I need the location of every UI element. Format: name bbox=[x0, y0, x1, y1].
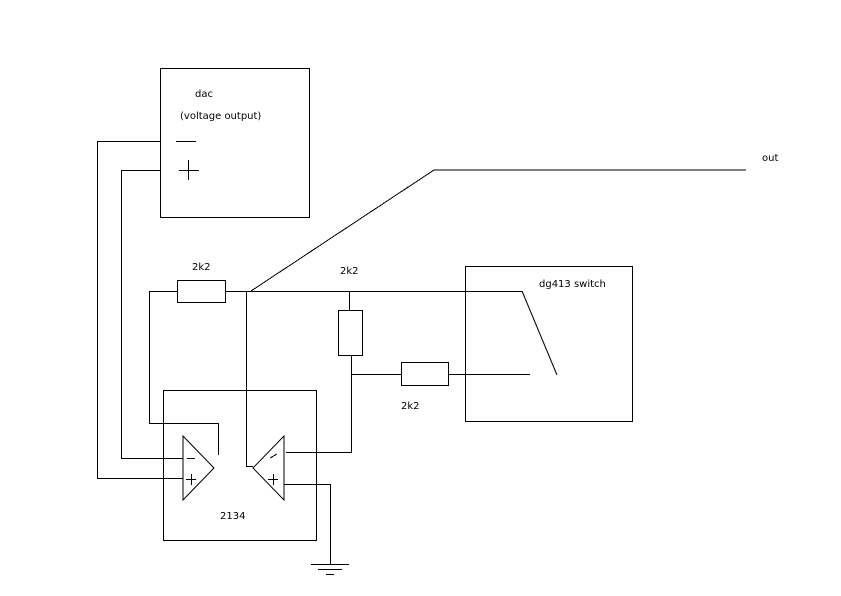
ground-wire bbox=[284, 484, 331, 564]
vertical-resistor: 2k2 bbox=[338, 266, 363, 356]
opamp-chip-box bbox=[163, 390, 317, 541]
opamp-2-minus-symbol bbox=[269, 453, 278, 459]
ground-icon bbox=[311, 564, 349, 575]
feedback-resistor-body bbox=[177, 280, 226, 303]
amp2-minus-wire bbox=[286, 355, 352, 453]
opamp-1 bbox=[182, 434, 215, 502]
opamp-2 bbox=[252, 434, 285, 502]
vertical-resistor-body bbox=[338, 310, 363, 356]
dac-plus-wire bbox=[121, 170, 183, 459]
opamp-chip-label: 2134 bbox=[220, 511, 245, 522]
feedback-resistor-label: 2k2 bbox=[192, 262, 211, 273]
dac-minus-wire bbox=[97, 141, 183, 479]
output-net: out bbox=[250, 153, 778, 292]
horizontal-resistor-label: 2k2 bbox=[401, 401, 420, 412]
horizontal-resistor: 2k2 bbox=[401, 362, 449, 412]
opamp-2-plus-symbol bbox=[268, 474, 278, 485]
switch-block: dg413 switch bbox=[448, 266, 633, 422]
output-label: out bbox=[762, 153, 778, 164]
switch-box bbox=[465, 266, 633, 422]
dac-block: dac (voltage output) bbox=[160, 68, 310, 218]
opamp-2-triangle bbox=[252, 434, 285, 502]
dac-title: dac bbox=[195, 89, 213, 100]
opamp-1-plus-symbol bbox=[186, 474, 196, 485]
amp2-output-wire bbox=[246, 291, 253, 467]
opamp-chip: 2134 bbox=[163, 390, 317, 541]
dac-box bbox=[160, 68, 310, 218]
opamp-1-triangle bbox=[182, 434, 215, 502]
horizontal-resistor-body bbox=[401, 362, 449, 386]
output-wire bbox=[250, 169, 746, 292]
switch-title: dg413 switch bbox=[539, 279, 606, 290]
feedback-resistor: 2k2 bbox=[177, 262, 226, 303]
dac-subtitle: (voltage output) bbox=[180, 111, 261, 122]
dac-plus-symbol bbox=[179, 160, 199, 180]
switch-contact-arm bbox=[521, 290, 558, 376]
vertical-resistor-label: 2k2 bbox=[340, 266, 359, 277]
amp1-feedback-wire bbox=[149, 291, 219, 455]
